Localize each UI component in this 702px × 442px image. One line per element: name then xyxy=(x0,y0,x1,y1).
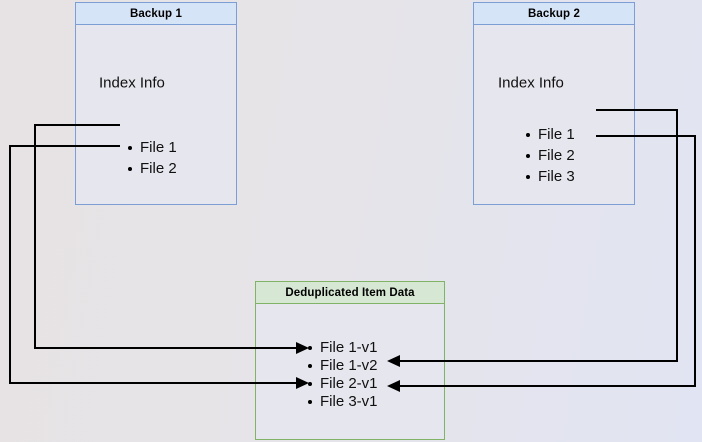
list-item[interactable]: File 3 xyxy=(524,166,575,187)
node-backup-1[interactable]: Backup 1 Index Info File 1 File 2 xyxy=(75,2,237,205)
list-item[interactable]: File 2 xyxy=(524,145,575,166)
node-backup-1-body: Index Info File 1 File 2 xyxy=(76,25,236,205)
list-item[interactable]: File 1-v1 xyxy=(306,339,378,357)
list-item[interactable]: File 1 xyxy=(126,137,177,158)
list-item[interactable]: File 2 xyxy=(126,158,177,179)
node-backup-2-body: Index Info File 1 File 2 File 3 xyxy=(474,25,634,205)
node-deduplicated-file-list: File 1-v1 File 1-v2 File 2-v1 File 3-v1 xyxy=(306,339,378,411)
list-item[interactable]: File 2-v1 xyxy=(306,375,378,393)
node-backup-2[interactable]: Backup 2 Index Info File 1 File 2 File 3 xyxy=(473,2,635,205)
node-backup-2-caption: Index Info xyxy=(498,74,564,92)
node-backup-1-caption: Index Info xyxy=(99,74,165,92)
node-backup-2-file-list: File 1 File 2 File 3 xyxy=(524,124,575,187)
list-item[interactable]: File 1 xyxy=(524,124,575,145)
node-backup-2-header: Backup 2 xyxy=(474,3,634,25)
list-item[interactable]: File 1-v2 xyxy=(306,357,378,375)
node-deduplicated-item-data-body: File 1-v1 File 1-v2 File 2-v1 File 3-v1 xyxy=(256,304,444,440)
node-backup-1-header: Backup 1 xyxy=(76,3,236,25)
node-deduplicated-item-data[interactable]: Deduplicated Item Data File 1-v1 File 1-… xyxy=(255,281,445,440)
node-deduplicated-item-data-header: Deduplicated Item Data xyxy=(256,282,444,304)
node-backup-1-file-list: File 1 File 2 xyxy=(126,137,177,179)
list-item[interactable]: File 3-v1 xyxy=(306,393,378,411)
